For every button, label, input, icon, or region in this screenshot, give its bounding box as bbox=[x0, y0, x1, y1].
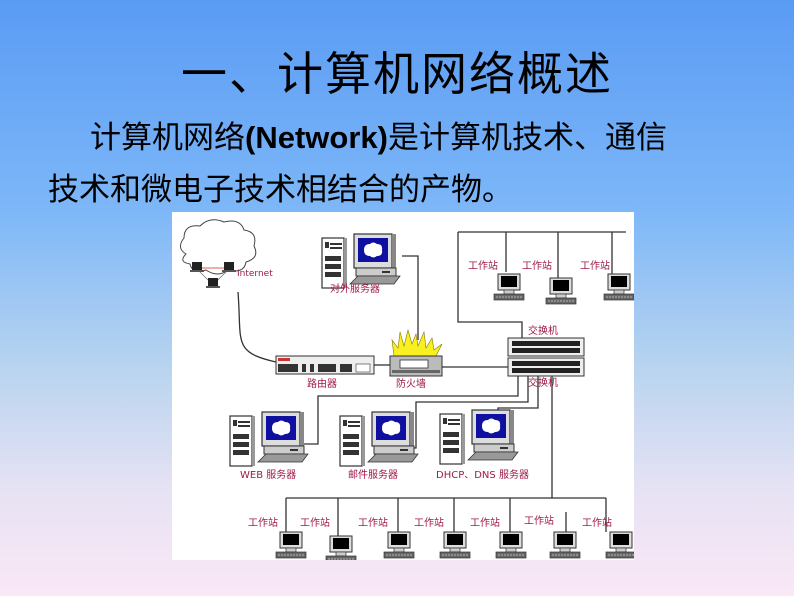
switch-web-link bbox=[302, 376, 519, 445]
firewall-icon bbox=[389, 328, 443, 377]
dhcp-dns-server-icon bbox=[439, 409, 519, 465]
bottom-workstation-icon bbox=[605, 531, 637, 559]
bottom-workstation-label: 工作站 bbox=[248, 516, 278, 529]
router-icon bbox=[275, 355, 375, 375]
paragraph-text-2: 是计算机技术、通信 bbox=[387, 120, 667, 156]
bottom-workstation-label: 工作站 bbox=[582, 516, 612, 529]
external-server-icon bbox=[321, 233, 401, 289]
paragraph-network-term: (Network) bbox=[245, 120, 388, 155]
bottom-workstation-icon bbox=[325, 535, 357, 563]
bottom-workstation-icon bbox=[495, 531, 527, 559]
paragraph-text-3: 技术和微电子技术相结合的产物。 bbox=[48, 172, 513, 208]
top-workstation-icon bbox=[545, 277, 577, 305]
internet-router-link bbox=[237, 291, 277, 363]
slide-title: 一、计算机网络概述 bbox=[181, 47, 613, 101]
switch-icon bbox=[507, 337, 585, 377]
bottom-workstation-label: 工作站 bbox=[300, 516, 330, 529]
switch-bottom-label: 交换机 bbox=[528, 376, 558, 389]
bottom-bus-drops bbox=[285, 498, 607, 536]
bottom-workstation-icon bbox=[383, 531, 415, 559]
bottom-workstation-label: 工作站 bbox=[358, 516, 388, 529]
firewall-label: 防火墙 bbox=[396, 377, 426, 390]
top-workstation-label: 工作站 bbox=[522, 259, 552, 272]
mail-server-icon bbox=[339, 411, 419, 467]
slide-paragraph: 计算机网络(Network)是计算机技术、通信 技术和微电子技术相结合的产物。 bbox=[48, 112, 768, 216]
server-firewall-link bbox=[402, 255, 419, 340]
dhcp-dns-server-label: DHCP、DNS 服务器 bbox=[436, 468, 529, 481]
mail-server-label: 邮件服务器 bbox=[348, 468, 398, 481]
bottom-workstation-label: 工作站 bbox=[470, 516, 500, 529]
bottom-workstation-label: 工作站 bbox=[414, 516, 444, 529]
bottom-workstation-icon bbox=[439, 531, 471, 559]
external-server-label: 对外服务器 bbox=[330, 282, 380, 295]
bottom-workstation-icon bbox=[549, 531, 581, 559]
bottom-workstation-label: 工作站 bbox=[524, 514, 554, 527]
router-label: 路由器 bbox=[307, 377, 337, 390]
web-server-label: WEB 服务器 bbox=[240, 468, 296, 481]
top-workstation-label: 工作站 bbox=[468, 259, 498, 272]
top-workstation-icon bbox=[603, 273, 635, 301]
internet-label: Internet bbox=[237, 269, 273, 279]
paragraph-text-1: 计算机网络 bbox=[90, 120, 245, 156]
bottom-workstation-icon bbox=[275, 531, 307, 559]
internet-cloud-icon bbox=[180, 219, 257, 288]
web-server-icon bbox=[229, 411, 309, 467]
top-workstation-icon bbox=[493, 273, 525, 301]
network-diagram: Internet 对外服务器 路由器 防火墙 工作站 bbox=[172, 212, 637, 563]
top-workstation-label: 工作站 bbox=[580, 259, 610, 272]
switch-top-label: 交换机 bbox=[528, 324, 558, 337]
